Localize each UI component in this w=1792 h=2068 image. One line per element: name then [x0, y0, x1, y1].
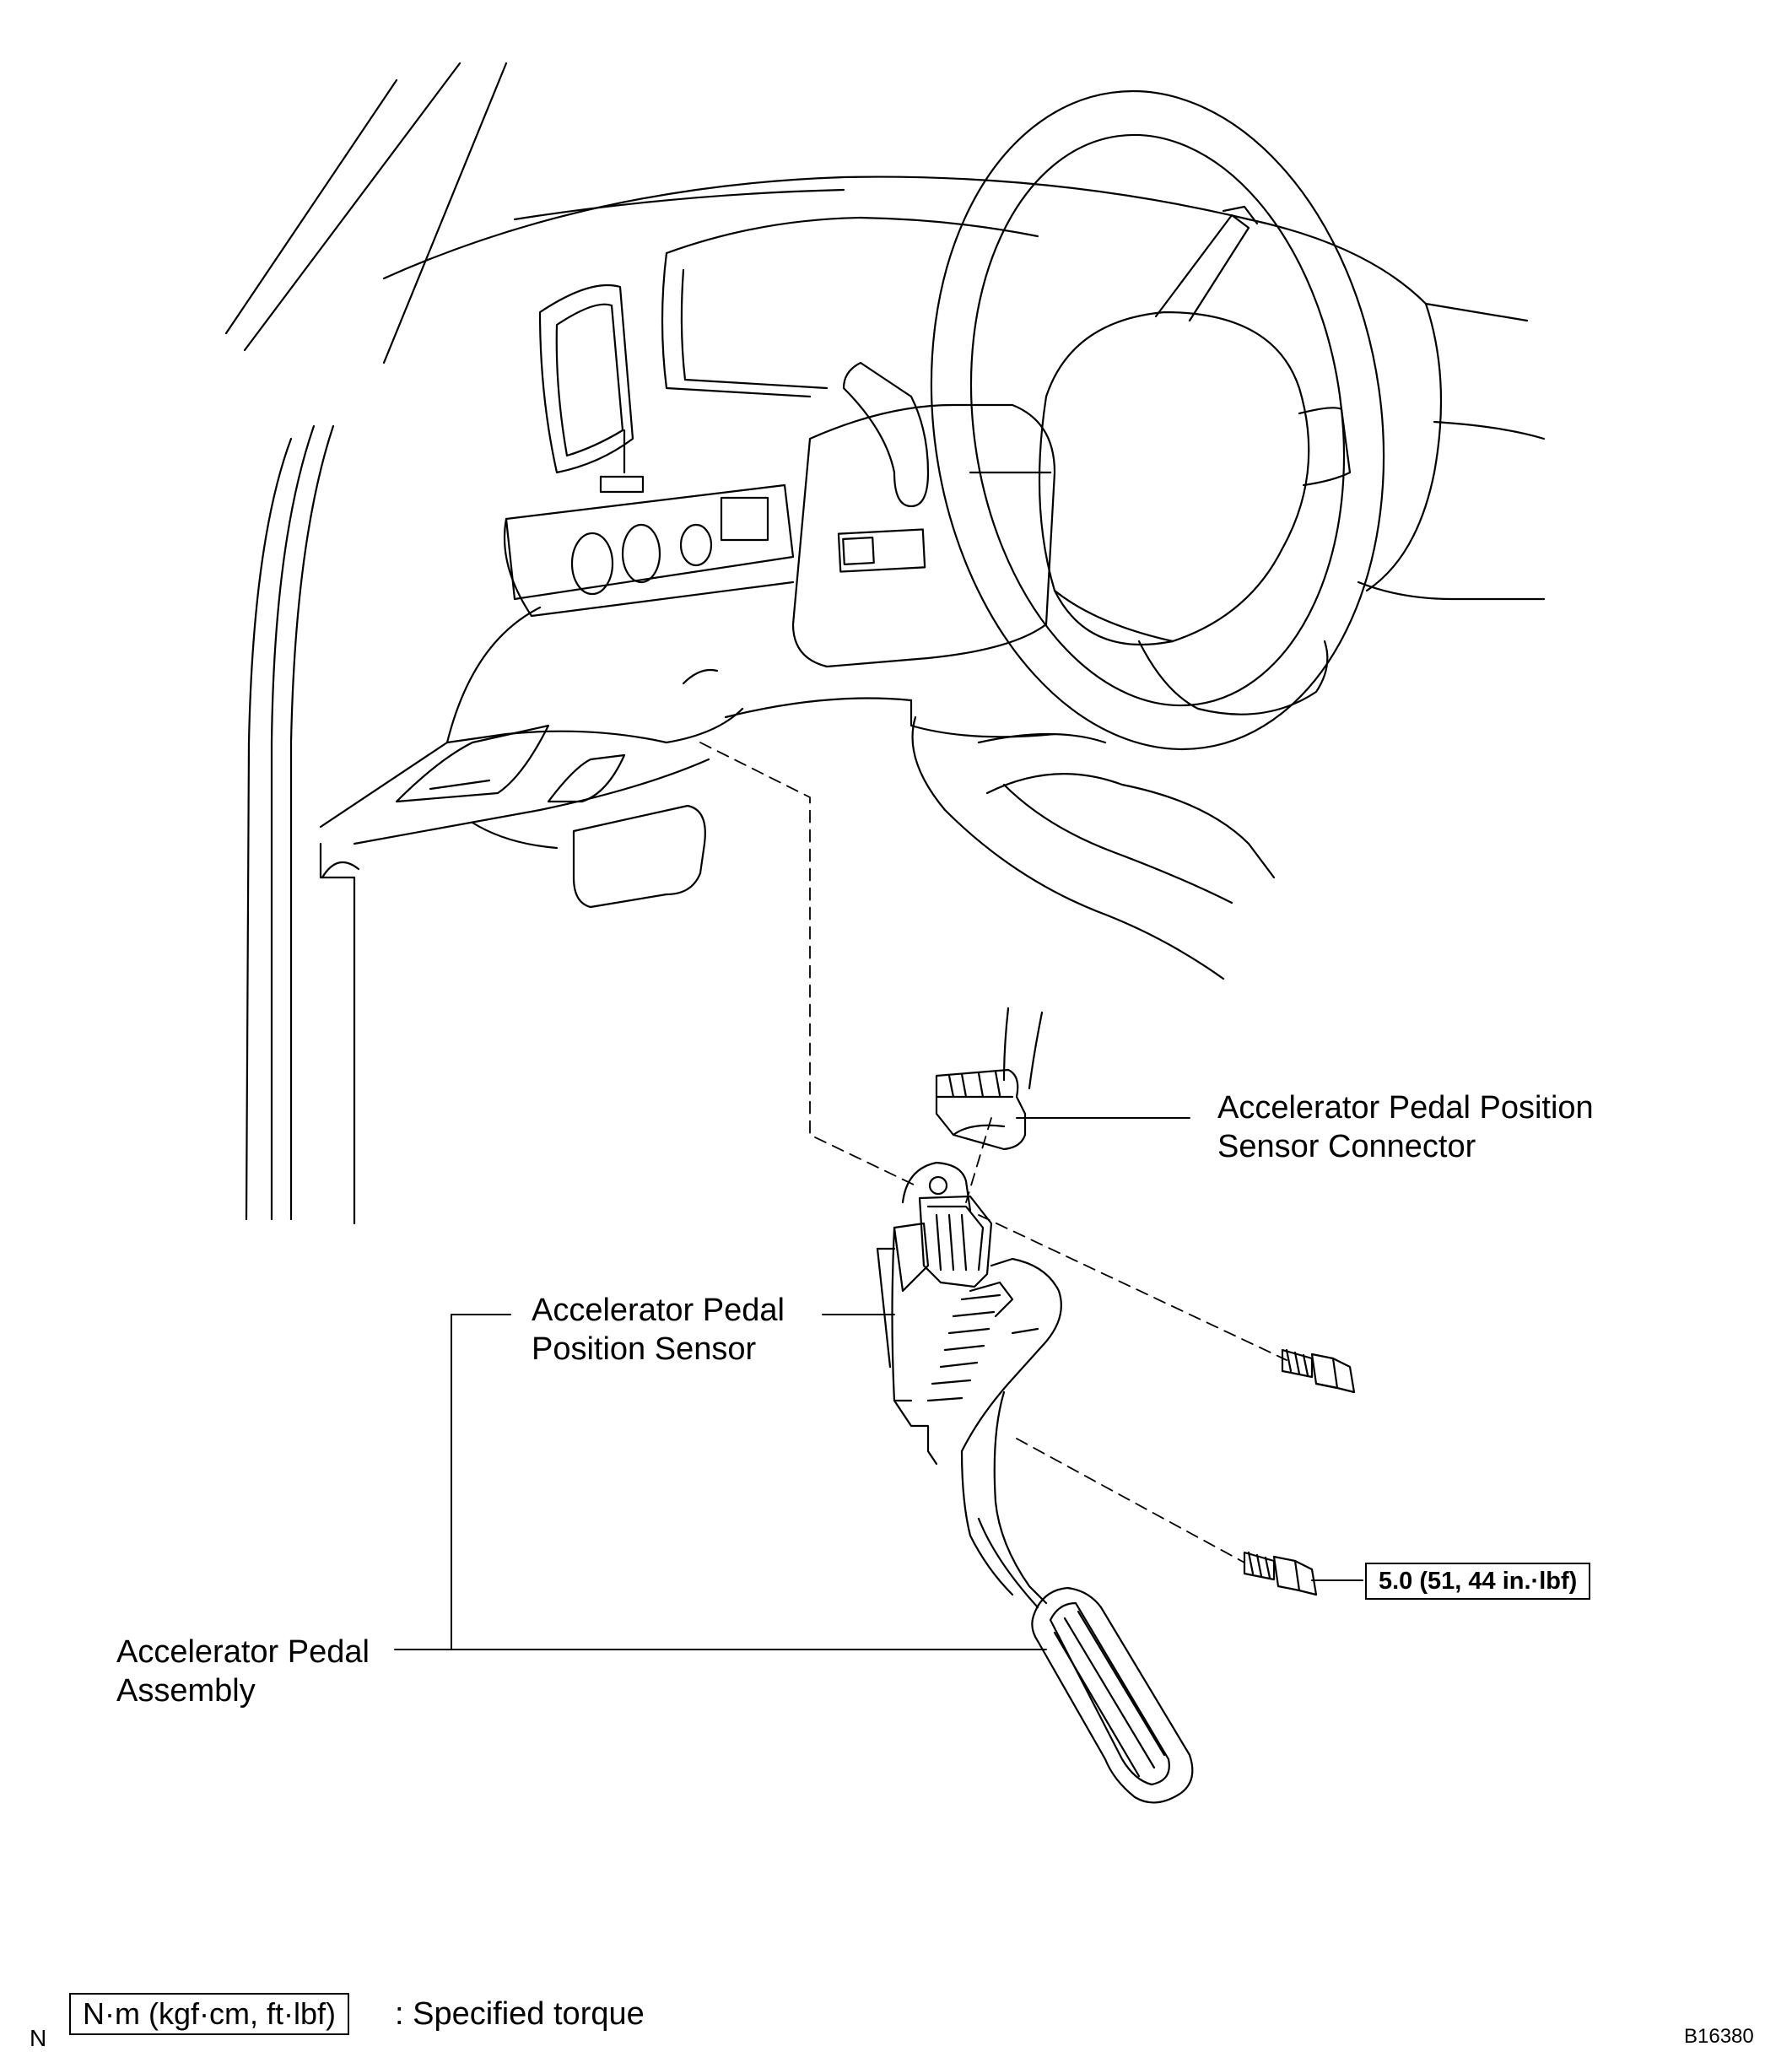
- connector-label-line2: Sensor Connector: [1217, 1129, 1476, 1164]
- connector-label-line1: Accelerator Pedal Position: [1217, 1090, 1594, 1126]
- figure-code: B16380: [1684, 2025, 1754, 2048]
- bolt-upper: [1281, 1348, 1356, 1394]
- bolt-lower: [1243, 1551, 1318, 1596]
- assembly-label-line1: Accelerator Pedal: [116, 1634, 370, 1670]
- assembly-label-line2: Assembly: [116, 1673, 256, 1709]
- torque-spec-box: 5.0 (51, 44 in.·lbf): [1365, 1563, 1591, 1600]
- dashboard: [319, 175, 1546, 845]
- leader-lines: [394, 1117, 1363, 1650]
- legend-unit-box: N·m (kgf·cm, ft·lbf): [69, 1993, 349, 2035]
- sensor-label-line1: Accelerator Pedal: [532, 1293, 785, 1328]
- brake-pedal: [471, 804, 706, 909]
- a-pillar: [224, 62, 508, 1225]
- installation-dashed-lines: [699, 742, 1287, 1563]
- sensor-label-line2: Position Sensor: [532, 1331, 757, 1367]
- legend-marker: N: [30, 2025, 47, 2051]
- steering-column: [791, 361, 1276, 980]
- accelerator-pedal-assembly: [876, 1161, 1194, 1804]
- legend-description: : Specified torque: [395, 1996, 645, 2032]
- sensor-connector: [935, 1007, 1044, 1151]
- steering-wheel: [930, 89, 1385, 751]
